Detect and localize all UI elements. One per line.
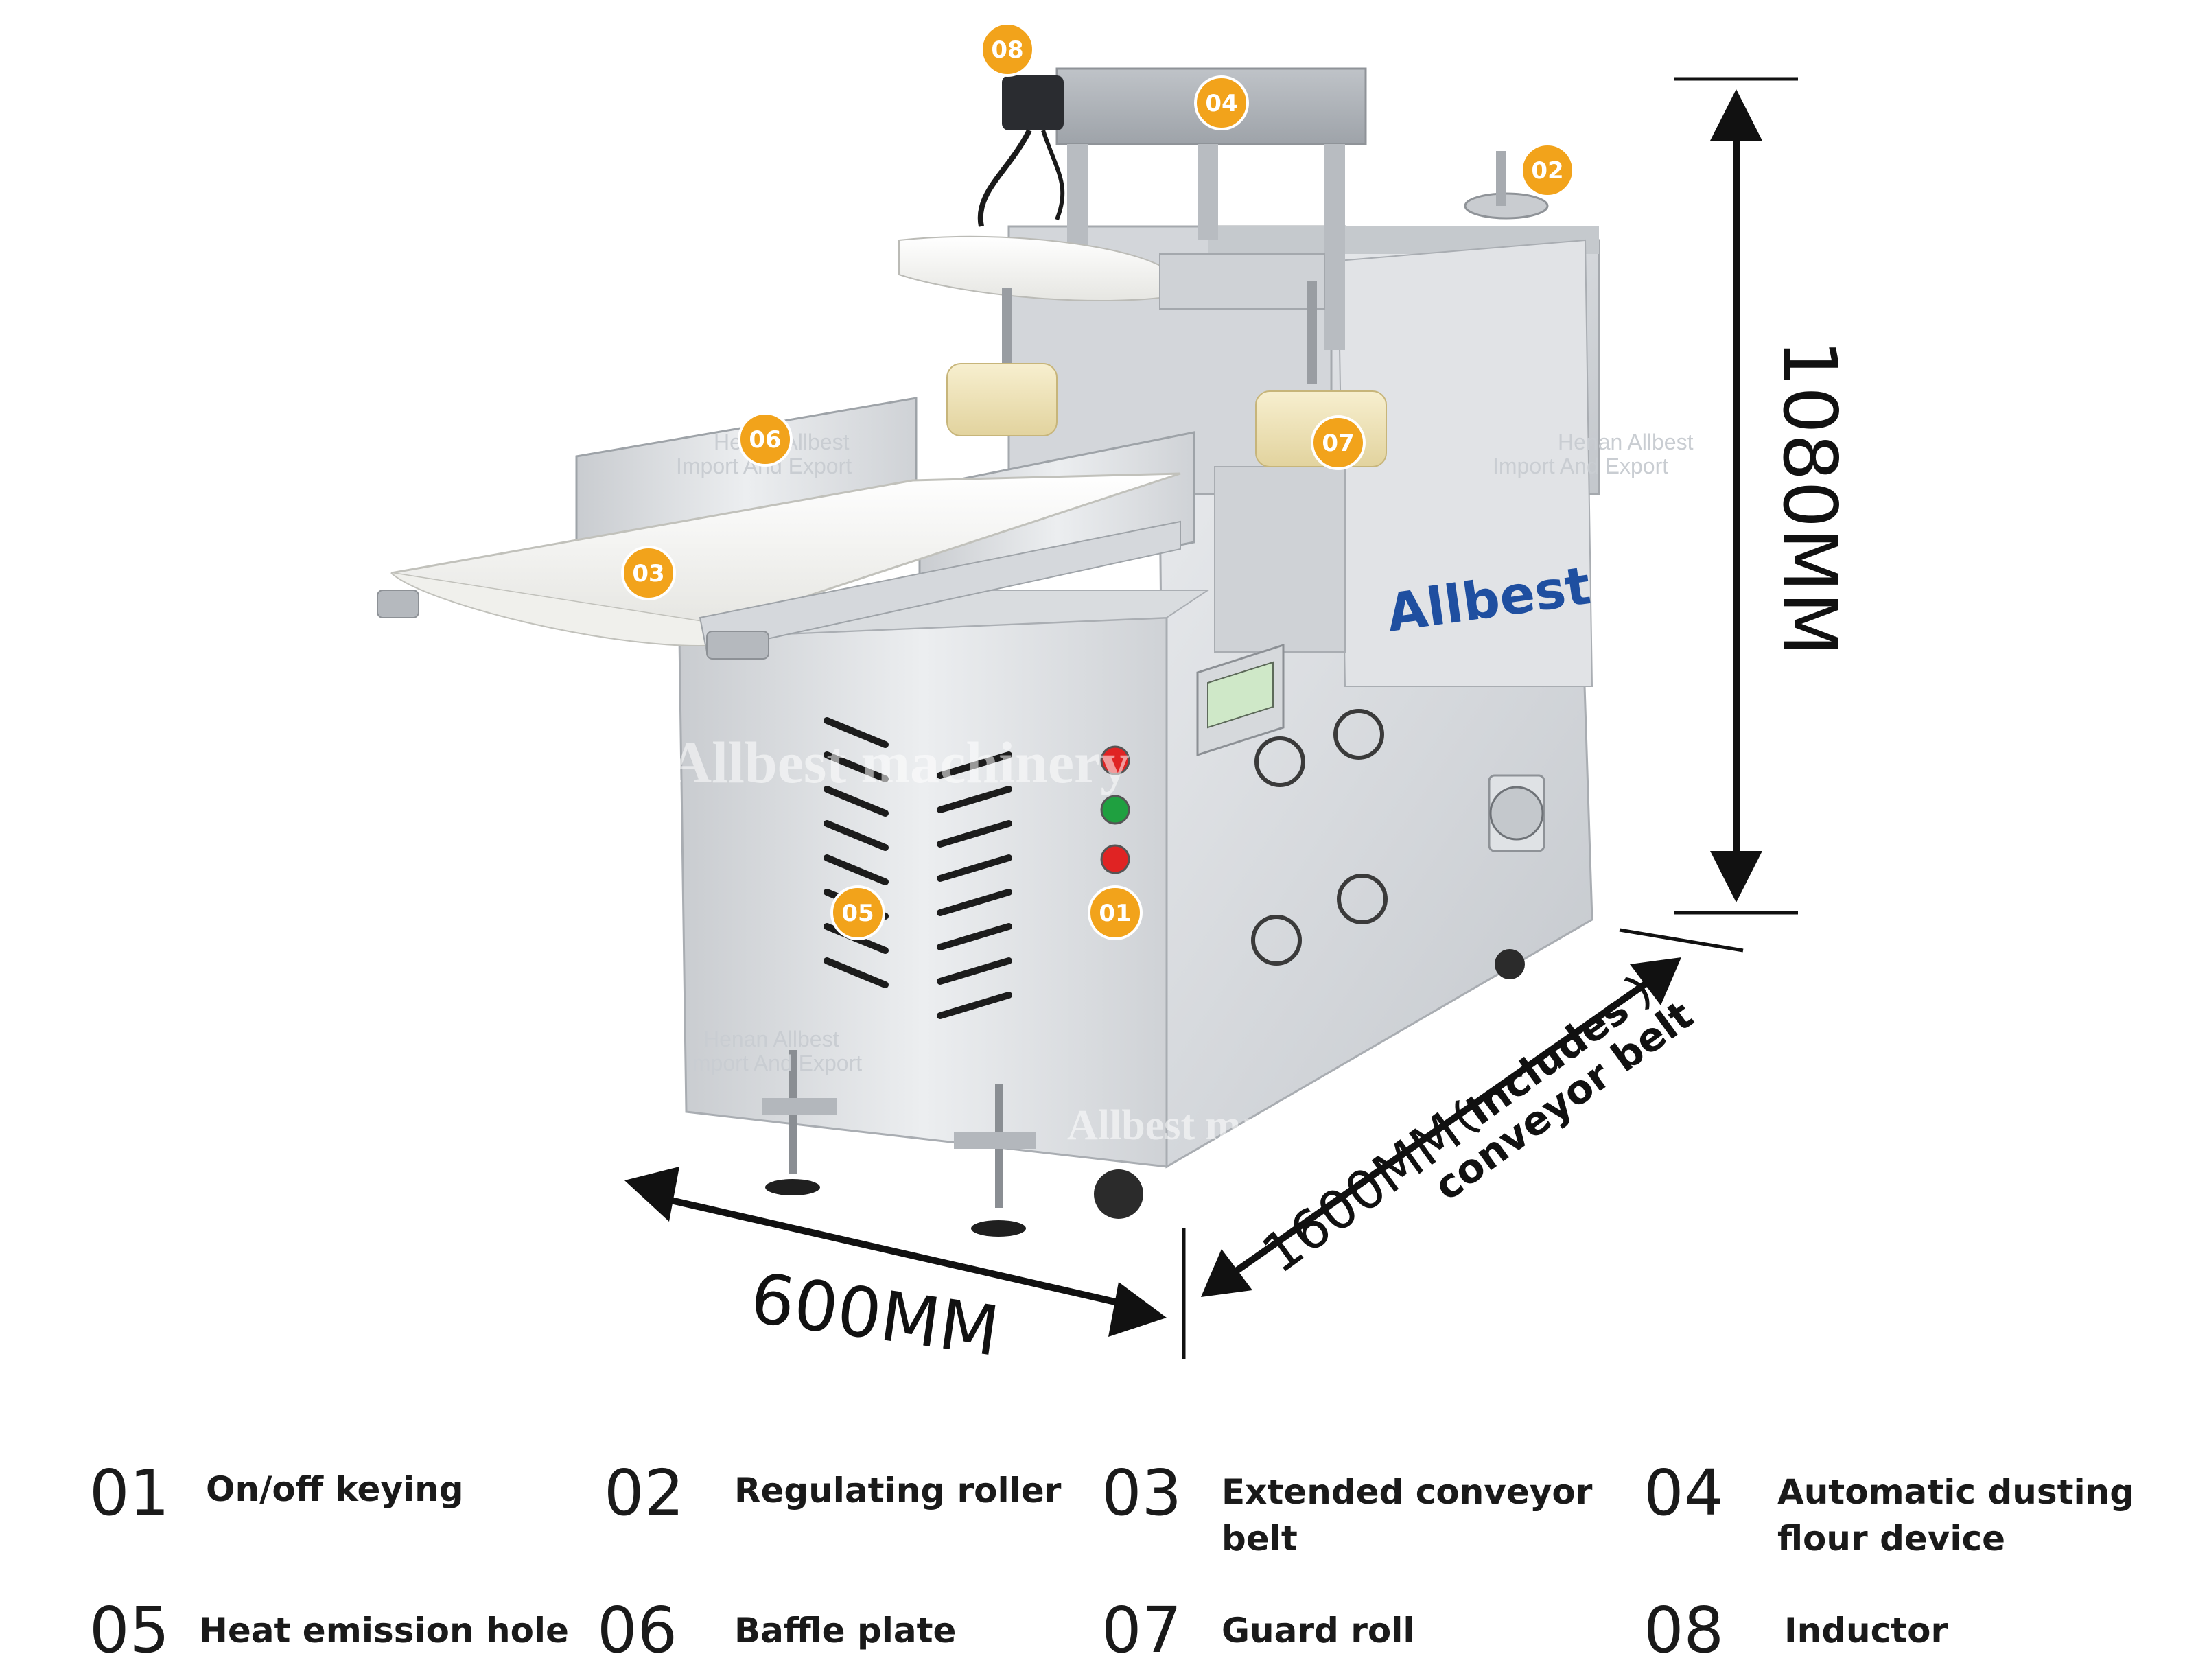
callout-badge-number: 02 (1531, 157, 1563, 185)
legend-item-02: 02 Regulating roller (604, 1462, 1061, 1525)
legend-number: 08 (1644, 1594, 1725, 1667)
callout-badge-number: 03 (632, 560, 664, 587)
callout-04-automatic-dusting-flour-device: 04 (1194, 75, 1249, 130)
legend-number: 02 (604, 1456, 685, 1530)
callout-03-extended-conveyor-belt: 03 (621, 546, 676, 600)
legend-label: Extended conveyor belt (1222, 1472, 1593, 1559)
callout-badge-number: 04 (1205, 90, 1237, 117)
legend-item-04: 04 Automatic dusting flour device (1644, 1462, 2134, 1562)
callout-badge-circle (1194, 75, 1249, 130)
callout-badge-number: 08 (991, 36, 1023, 64)
legend-label: Heat emission hole (199, 1611, 569, 1650)
dimension-height: 1080MM (1674, 77, 1852, 915)
callout-badges: 08 04 02 06 07 03 05 01 (621, 22, 1575, 940)
legend-item-03: 03 Extended conveyor belt (1101, 1462, 1592, 1562)
vent-slots (824, 717, 1012, 1019)
legend-number: 05 (89, 1594, 170, 1667)
parts-legend: 01 On/off keying 02 Regulating roller 03… (0, 1427, 2196, 1680)
callout-badge-circle (1520, 143, 1575, 198)
callout-badge-number: 01 (1099, 900, 1131, 927)
legend-label: Regulating roller (734, 1471, 1062, 1510)
dimension-width-label: 600MM (746, 1258, 1004, 1372)
legend-item-06: 06 Baffle plate (597, 1599, 956, 1662)
legend-item-08: 08 Inductor (1644, 1599, 1948, 1662)
callout-01-on-off-keying: 01 (1088, 885, 1143, 940)
callout-badge-number: 07 (1322, 430, 1354, 457)
legend-label: Guard roll (1222, 1611, 1415, 1650)
callout-05-heat-emission-hole: 05 (830, 885, 885, 940)
legend-item-01: 01 On/off keying (89, 1462, 464, 1525)
legend-item-05: 05 Heat emission hole (89, 1599, 569, 1662)
watermark-lower: Allbest machinery (1067, 1102, 1399, 1149)
callout-badge-number: 05 (841, 900, 874, 927)
legend-number: 01 (89, 1456, 170, 1530)
side-fan-grilles (1251, 709, 1388, 966)
legend-number: 06 (597, 1594, 678, 1667)
legend-label: Automatic dusting flour device (1777, 1472, 2135, 1559)
legend-label: Baffle plate (734, 1611, 957, 1650)
watermark-company-5: Henan Allbest (1558, 430, 1694, 454)
callout-badge-circle (980, 22, 1035, 77)
dimension-height-label: 1080MM (1766, 339, 1852, 655)
callout-07-guard-roll: 07 (1311, 415, 1366, 470)
legend-number: 03 (1101, 1456, 1182, 1530)
callout-badge-circle (830, 885, 885, 940)
watermark-company-1: Henan Allbest (703, 1027, 839, 1051)
legend-label: On/off keying (206, 1469, 464, 1509)
callout-badge-circle (621, 546, 676, 600)
machine-illustration: Allbest Allbest machinery Allbest machin… (377, 67, 1694, 1237)
callout-08-inductor: 08 (980, 22, 1035, 77)
legend-label: Inductor (1784, 1611, 1948, 1650)
watermark-main: Allbest machinery (669, 730, 1130, 795)
callout-badge-circle (1088, 885, 1143, 940)
callout-02-regulating-roller: 02 (1520, 143, 1575, 198)
legend-number: 04 (1644, 1456, 1725, 1530)
callout-badge-circle (1311, 415, 1366, 470)
callout-badge-circle (738, 412, 793, 467)
legend-item-07: 07 Guard roll (1101, 1599, 1415, 1662)
callout-06-baffle-plate: 06 (738, 412, 793, 467)
callout-badge-number: 06 (749, 426, 781, 454)
watermark-company-2: Import And Export (686, 1051, 862, 1075)
legend-number: 07 (1101, 1594, 1182, 1667)
watermark-company-6: Import And Export (1493, 454, 1668, 478)
